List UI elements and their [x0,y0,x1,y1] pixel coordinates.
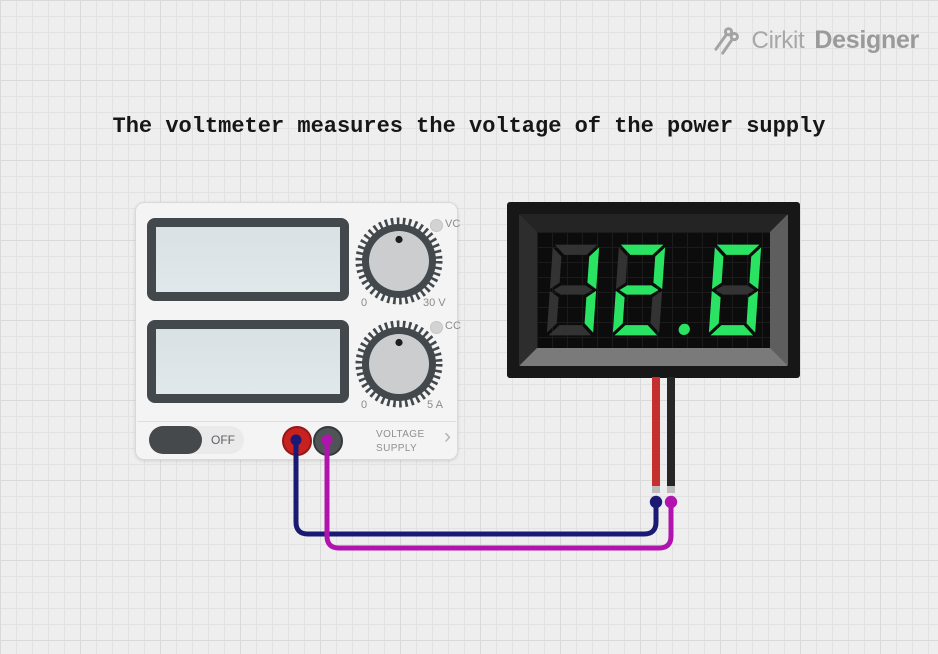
power-toggle[interactable]: OFF [149,426,244,454]
knob-pointer-dot [395,235,403,244]
logo-brand-light: Cirkit [751,26,805,54]
voltage-knob-min-label: 0 [361,297,368,309]
wire-negative[interactable] [324,438,674,551]
current-display-screen [147,320,349,403]
logo-brand-bold: Designer [814,26,919,54]
current-knob[interactable] [355,320,443,408]
component-label: VOLTAGE SUPPLY [376,428,425,455]
component-label-line1: VOLTAGE [376,429,425,440]
positive-terminal-pin[interactable] [290,434,302,446]
note-text: The voltmeter measures the voltage of th… [112,114,826,139]
voltmeter-positive-lead [652,377,660,487]
negative-terminal-pin[interactable] [321,434,333,446]
lead-ferrule [652,486,660,493]
current-knob-min-label: 0 [361,399,368,411]
vc-indicator-label: VC [445,218,461,230]
voltmeter-negative-pin[interactable] [664,495,678,509]
seven-segment-row [546,244,761,336]
voltmeter-positive-pin[interactable] [649,495,663,509]
seven-segment-digit [708,244,761,336]
voltage-knob-max-label: 30 V [423,297,446,309]
vc-indicator-led [430,219,443,232]
chevron-right-icon: › [444,425,451,448]
voltmeter-display [537,232,770,348]
current-knob-max-label: 5 A [427,399,443,411]
seven-segment-digit [612,244,665,336]
circuit-traces-icon [713,27,739,55]
power-supply-component[interactable]: 0 30 V 0 5 A VC CC OFF VOLTAGE SUPPLY › [135,202,461,460]
panel-divider [137,421,456,422]
seven-segment-digit [546,244,599,336]
power-toggle-knob[interactable] [149,426,202,454]
wire-positive[interactable] [293,438,659,537]
voltage-knob[interactable] [355,217,443,305]
voltage-display-screen [147,218,349,301]
decimal-point [678,323,690,336]
power-toggle-label: OFF [211,433,235,447]
cc-indicator-led [430,321,443,334]
voltmeter-component[interactable] [507,202,800,378]
voltmeter-negative-lead [667,377,675,487]
app-logo: Cirkit Designer [712,24,919,57]
component-label-line2: SUPPLY [376,442,418,454]
voltmeter-bezel [519,214,788,366]
knob-pointer-dot [395,338,403,347]
cc-indicator-label: CC [445,320,461,332]
lead-ferrule [667,486,675,493]
